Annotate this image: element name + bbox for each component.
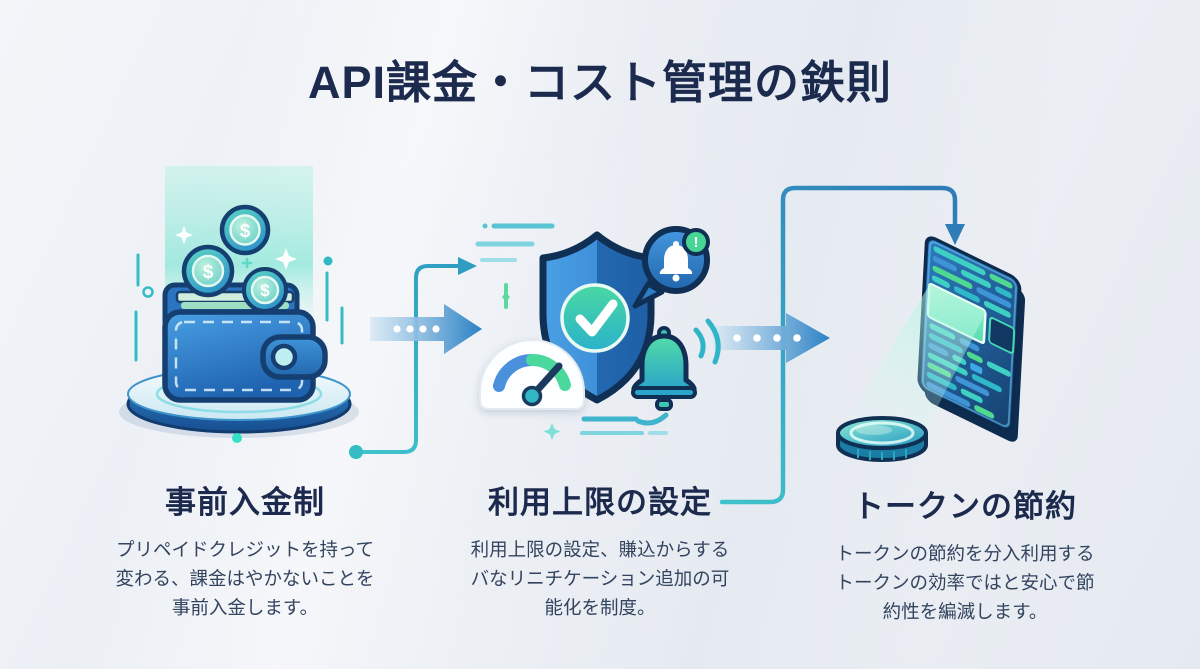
ledger-beam-coin-icon (836, 236, 1026, 462)
coin-icon: $ (181, 244, 235, 298)
section-heading: 利用上限の設定 (488, 485, 712, 520)
highlight-window (926, 282, 987, 344)
section-heading: 事前入金制 (165, 485, 325, 520)
platform-base (119, 367, 359, 443)
code-ledger-panel (917, 236, 1026, 442)
section-heading: トークンの節約 (853, 489, 1077, 524)
wallet-with-coins-icon: $ $ $ (119, 166, 359, 443)
data-bars (926, 246, 1016, 419)
decor-lines (543, 412, 669, 440)
section-token-saving: トークンの節約 トークンの節約を分入利用する トークンの効率ではと安心で節 約性… (795, 481, 1135, 626)
alert-badge (682, 228, 710, 256)
alarm-bell-icon (631, 318, 721, 411)
arrowhead-right-icon (458, 257, 477, 275)
decor-lines (475, 223, 555, 309)
sparkle-icon (543, 423, 561, 440)
projection-beam (842, 284, 986, 445)
section-body-line: トークンの効率ではと安心で節 (835, 572, 1095, 593)
sparkle-icon (175, 226, 297, 270)
dark-tile (988, 316, 1016, 354)
connector-line-2 (719, 185, 965, 505)
svg-text:$: $ (260, 281, 270, 300)
svg-text:$: $ (240, 221, 251, 242)
bell-icon (659, 241, 693, 282)
decor-lines (134, 253, 344, 362)
connector-dot (349, 445, 363, 459)
section-body-line: 能化を制度。 (544, 597, 656, 618)
page-title: API課金・コスト管理の鉄則 (307, 57, 892, 108)
svg-text:!: ! (694, 234, 699, 251)
section-usage-limit: 利用上限の設定 利用上限の設定、賺込からする バなリニチケーション追加の可 能化… (430, 477, 770, 622)
clasp-button (270, 343, 298, 371)
card-strip (181, 302, 289, 309)
check-circle (560, 283, 630, 353)
section-body-line: 変わる、課金はやかないことを (115, 568, 375, 589)
section-body-line: プリペイドクレジットを持って (115, 539, 375, 560)
coin-icon (242, 267, 288, 313)
wallet-icon: $ (162, 267, 328, 403)
shield-icon (539, 231, 655, 404)
section-body-line: 事前入金します。 (171, 597, 319, 618)
sound-waves (693, 318, 721, 365)
wallet-strap (260, 334, 328, 380)
flow-arrow-1-icon (370, 304, 482, 354)
flow-arrow-2-icon (713, 313, 830, 363)
notification-bubble-icon: ! (632, 226, 710, 309)
svg-text:$: $ (203, 262, 214, 283)
gauge-needle (528, 362, 563, 400)
section-body-line: 約性を編滅します。 (882, 601, 1048, 622)
section-prepaid-deposit: 事前入金制 プリペイドクレジットを持って 変わる、課金はやかないことを 事前入金… (70, 477, 420, 622)
shield-gauge-bell-icon: ! (475, 223, 721, 440)
card-strip (175, 290, 295, 304)
gauge-icon (479, 339, 585, 410)
coin-icon: $ (219, 204, 271, 256)
section-body-line: バなリニチケーション追加の可 (470, 568, 730, 589)
light-beam (165, 166, 313, 318)
section-body-line: トークンの節約を分入利用する (835, 543, 1095, 564)
connector-line-1 (349, 257, 477, 459)
section-body-line: 利用上限の設定、賺込からする (470, 539, 730, 560)
check-icon (575, 299, 618, 337)
token-coin-icon (836, 416, 928, 462)
arrowhead-down-icon (945, 224, 965, 245)
